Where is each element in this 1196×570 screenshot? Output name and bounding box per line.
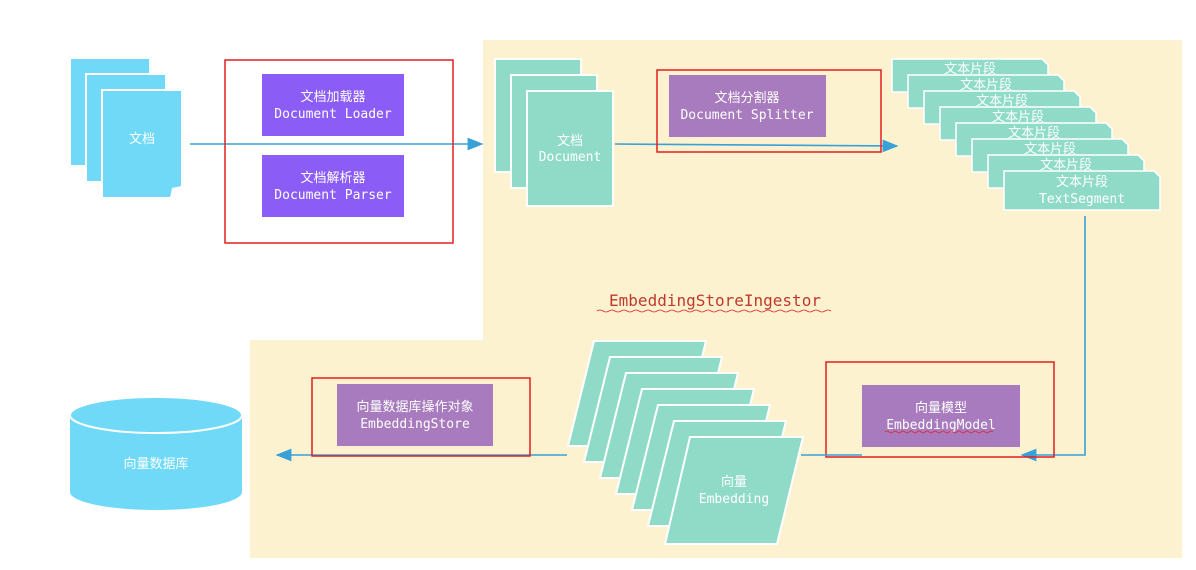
- database-label: 向量数据库: [123, 456, 188, 472]
- splitter-zh: 文档分割器: [714, 90, 779, 106]
- embedding-stack: 向量 Embedding: [566, 340, 805, 545]
- document-loader-box: 文档加载器 Document Loader: [262, 74, 404, 136]
- segment-label-6: 文本片段: [1024, 142, 1076, 157]
- text-segments-stack: 文本片段 文本片段 文本片段 文本片段 文本片段 文本片段 文本片段 文本片段 …: [891, 58, 1161, 211]
- loader-zh: 文档加载器: [300, 90, 365, 105]
- store-en: EmbeddingStore: [360, 417, 470, 432]
- embedding-store-box: 向量数据库操作对象 EmbeddingStore: [337, 384, 493, 446]
- document-stack: 文档 Document: [494, 58, 614, 207]
- splitter-highlight: [656, 69, 882, 153]
- segment-label-1: 文本片段: [944, 62, 996, 77]
- ingestor-underline: [596, 309, 832, 313]
- arrow-segments-to-model: [1020, 216, 1086, 462]
- arrow-document-to-segments: [614, 139, 899, 153]
- model-en: EmbeddingModel: [886, 418, 996, 433]
- document-en: Document: [539, 150, 602, 165]
- documents-stack: 文档: [69, 57, 183, 199]
- segment-label-2: 文本片段: [960, 78, 1012, 93]
- loader-en: Document Loader: [274, 107, 392, 122]
- store-highlight: [311, 377, 531, 457]
- segment-label-7: 文本片段: [1040, 158, 1092, 173]
- document-parser-box: 文档解析器 Document Parser: [262, 155, 404, 217]
- embedding-en: Embedding: [699, 492, 769, 507]
- parser-zh: 文档解析器: [300, 171, 365, 186]
- segment-label-3: 文本片段: [976, 94, 1028, 109]
- model-highlight: [825, 361, 1055, 458]
- segment-en: TextSegment: [1039, 192, 1125, 207]
- splitter-en: Document Splitter: [680, 108, 813, 123]
- document-splitter-box: 文档分割器 Document Splitter: [669, 75, 826, 137]
- segment-label-8: 文本片段: [1056, 175, 1108, 190]
- document-zh: 文档: [557, 134, 583, 149]
- model-zh: 向量模型: [915, 400, 967, 416]
- segment-label-5: 文本片段: [1008, 126, 1060, 141]
- loader-parser-highlight: [224, 59, 454, 244]
- store-zh: 向量数据库操作对象: [356, 399, 473, 415]
- parser-en: Document Parser: [274, 188, 392, 203]
- documents-label: 文档: [129, 132, 155, 147]
- embedding-model-box: 向量模型 EmbeddingModel: [862, 385, 1020, 447]
- ingestor-label: EmbeddingStoreIngestor: [609, 291, 821, 310]
- embedding-zh: 向量: [721, 474, 747, 490]
- segment-label-4: 文本片段: [992, 110, 1044, 125]
- vector-database-cylinder: 向量数据库: [69, 396, 243, 510]
